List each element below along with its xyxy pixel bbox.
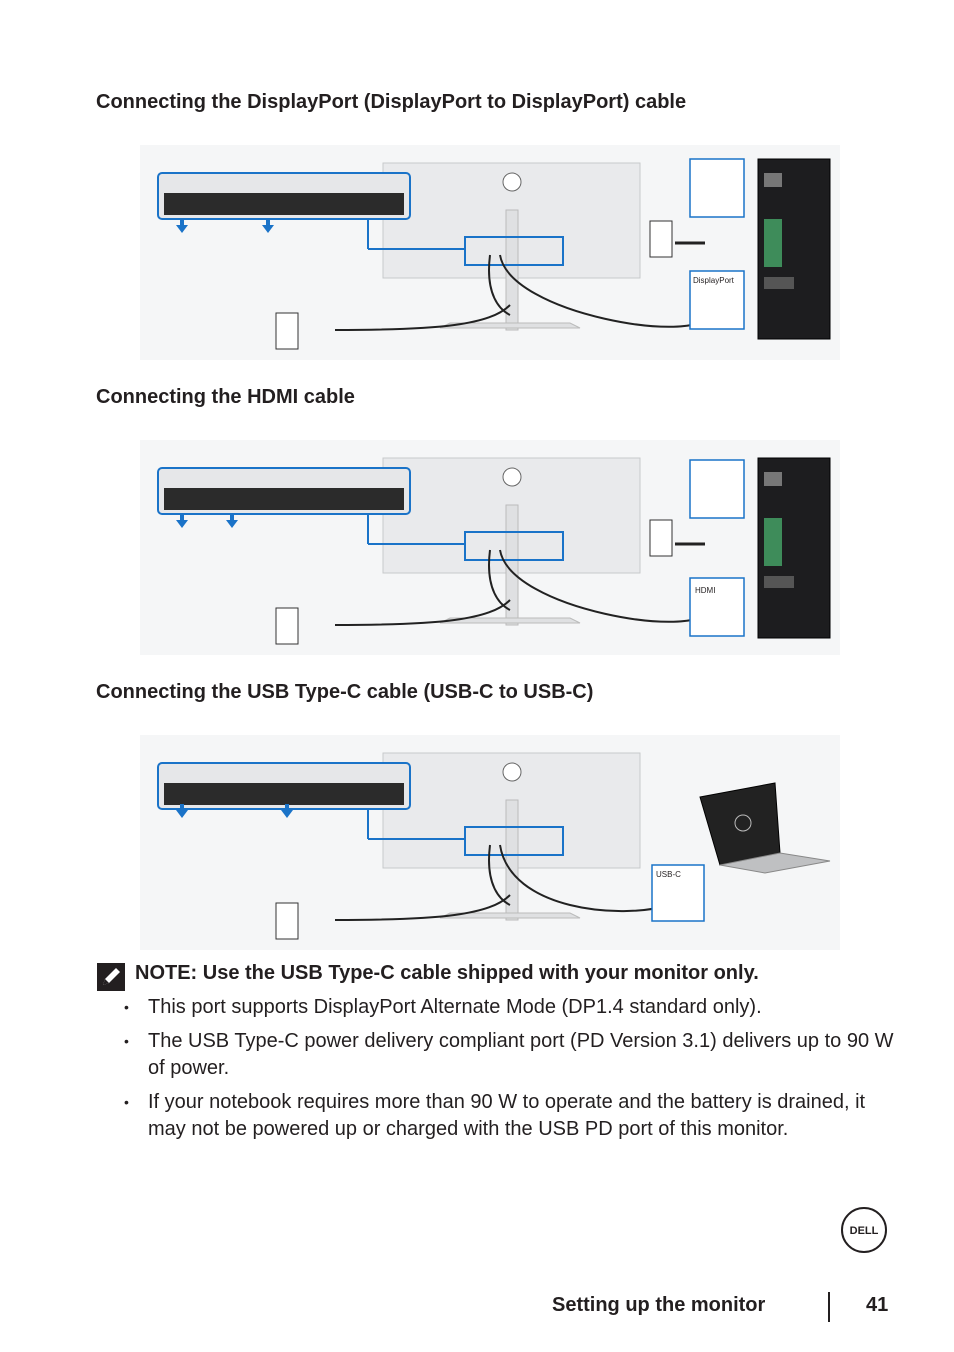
note-list: •This port supports DisplayPort Alternat… (118, 994, 898, 1150)
pencil-note-icon (97, 963, 125, 991)
note-item: •If your notebook requires more than 90 … (118, 1089, 898, 1143)
section-heading-displayport: Connecting the DisplayPort (DisplayPort … (96, 91, 686, 114)
note-title: NOTE: Use the USB Type-C cable shipped w… (135, 962, 759, 985)
svg-text:DELL: DELL (850, 1225, 879, 1237)
cable-label-hdmi: HDMI (695, 586, 715, 595)
section-heading-hdmi: Connecting the HDMI cable (96, 386, 355, 409)
footer-section-title: Setting up the monitor (552, 1294, 765, 1317)
usbc-connection-diagram: USB-C (140, 735, 840, 950)
hdmi-connection-diagram: HDMI (140, 440, 840, 655)
note-item: •This port supports DisplayPort Alternat… (118, 994, 898, 1021)
displayport-connection-diagram: DisplayPort (140, 145, 840, 360)
footer-divider (828, 1292, 830, 1322)
section-heading-usbc: Connecting the USB Type-C cable (USB-C t… (96, 681, 593, 704)
note-item: •The USB Type-C power delivery compliant… (118, 1028, 898, 1082)
dell-logo: DELL (840, 1206, 888, 1254)
cable-label-displayport: DisplayPort (693, 276, 735, 285)
page-number: 41 (866, 1294, 888, 1317)
cable-label-usbc: USB-C (656, 870, 681, 879)
